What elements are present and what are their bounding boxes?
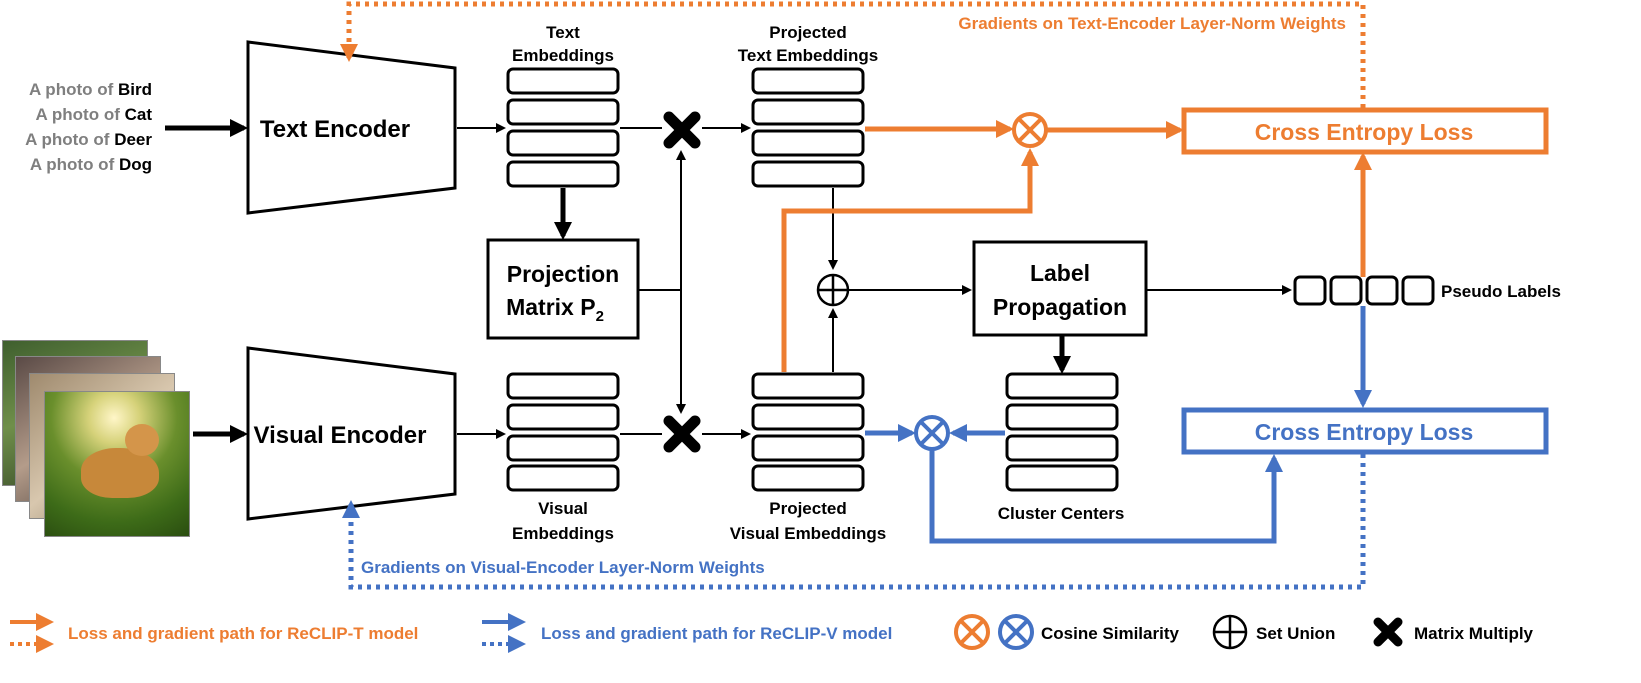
pseudo-label-cell xyxy=(1401,275,1435,306)
embedding-cell xyxy=(506,160,620,188)
visual-encoder-block xyxy=(246,346,457,521)
embedding-cell xyxy=(751,464,865,492)
embedding-cell xyxy=(751,67,865,95)
prompt-dog: A photo of Dog xyxy=(30,155,152,174)
cluster-centers-label: Cluster Centers xyxy=(998,504,1125,523)
embedding-cell xyxy=(506,464,620,492)
legend-cosine-blue-icon xyxy=(998,614,1034,650)
legend-cosine-orange-icon xyxy=(954,614,990,650)
visual-gradient-dashed-path xyxy=(342,454,1366,590)
label-propagation-line1: Label xyxy=(1030,260,1090,286)
projected-visual-label-line2: Visual Embeddings xyxy=(730,524,887,543)
text-gradient-dashed-path xyxy=(340,1,1366,108)
embedding-cell xyxy=(506,434,620,462)
cosine-to-visual-loss-blue-arrow xyxy=(929,449,1283,544)
embedding-cell xyxy=(506,129,620,157)
embedding-cell xyxy=(1005,464,1119,492)
text-gradient-label: Gradients on Text-Encoder Layer-Norm Wei… xyxy=(958,14,1346,33)
pseudo-label-cell xyxy=(1365,275,1399,306)
visual-embeddings-label-line2: Embeddings xyxy=(512,524,614,543)
visual-embeddings-label-line1: Visual xyxy=(538,499,588,518)
prompt-cat: A photo of Cat xyxy=(36,105,153,124)
legend-reclip-t-label: Loss and gradient path for ReCLIP-T mode… xyxy=(68,624,418,643)
projection-label-line2: Matrix P2 xyxy=(506,294,604,325)
embedding-cell xyxy=(506,372,620,400)
text-encoder-label: Text Encoder xyxy=(260,116,410,143)
embedding-cell xyxy=(751,372,865,400)
set-union-icon xyxy=(816,273,850,307)
visual-gradient-label: Gradients on Visual-Encoder Layer-Norm W… xyxy=(361,558,765,577)
label-propagation-block xyxy=(972,240,1148,337)
legend-matmul-label: Matrix Multiply xyxy=(1414,624,1534,643)
label-propagation-line2: Propagation xyxy=(993,294,1127,320)
projection-matrix-block xyxy=(486,238,640,340)
visual-encoder-label: Visual Encoder xyxy=(254,422,427,449)
projected-visual-label-line1: Projected xyxy=(769,499,846,518)
embedding-cell xyxy=(751,98,865,126)
projected-text-label-line1: Projected xyxy=(769,23,846,42)
legend-reclip-v-label: Loss and gradient path for ReCLIP-V mode… xyxy=(541,624,892,643)
text-embeddings-label-line1: Text xyxy=(546,23,580,42)
visual-matmul-icon xyxy=(663,415,701,453)
text-embeddings-label-line2: Embeddings xyxy=(512,46,614,65)
legend-cosine-label: Cosine Similarity xyxy=(1041,624,1179,643)
projected-text-label-line2: Text Embeddings xyxy=(738,46,878,65)
embedding-cell xyxy=(751,434,865,462)
projected-visual-embeddings-stack xyxy=(751,372,865,492)
embedding-cell xyxy=(506,67,620,95)
visual-embeddings-stack xyxy=(506,372,620,492)
pseudo-label-cell xyxy=(1329,275,1363,306)
cosine-similarity-orange-icon xyxy=(1012,112,1048,148)
cluster-centers-stack xyxy=(1005,372,1119,492)
cross-entropy-loss-visual-box xyxy=(1181,407,1549,455)
prompt-deer: A photo of Deer xyxy=(25,130,152,149)
projected-visual-to-cosine-orange-arrow xyxy=(781,148,1039,372)
legend: Loss and gradient path for ReCLIP-T mode… xyxy=(10,613,1534,653)
legend-matmul-icon xyxy=(1373,617,1403,647)
embedding-cell xyxy=(751,403,865,431)
cross-entropy-loss-text-label: Cross Entropy Loss xyxy=(1255,119,1474,145)
text-matmul-icon xyxy=(663,111,701,149)
pseudo-labels-label: Pseudo Labels xyxy=(1441,282,1561,301)
cross-entropy-loss-visual-label: Cross Entropy Loss xyxy=(1255,419,1474,445)
cosine-similarity-blue-icon xyxy=(914,415,950,451)
legend-set-union-icon xyxy=(1212,614,1248,650)
embedding-cell xyxy=(751,129,865,157)
pseudo-label-cell xyxy=(1293,275,1327,306)
class-prompts: A photo of Bird A photo of Cat A photo o… xyxy=(25,80,152,174)
projected-text-embeddings-stack xyxy=(751,67,865,188)
legend-union-label: Set Union xyxy=(1256,624,1335,643)
embedding-cell xyxy=(1005,434,1119,462)
text-encoder-block xyxy=(246,40,457,215)
projection-label-line1: Projection xyxy=(507,261,619,287)
prompt-bird: A photo of Bird xyxy=(29,80,152,99)
embedding-cell xyxy=(1005,372,1119,400)
embedding-cell xyxy=(751,160,865,188)
pseudo-labels-boxes xyxy=(1293,275,1435,306)
embedding-cell xyxy=(506,403,620,431)
embedding-cell xyxy=(1005,403,1119,431)
text-embeddings-stack xyxy=(506,67,620,188)
embedding-cell xyxy=(506,98,620,126)
